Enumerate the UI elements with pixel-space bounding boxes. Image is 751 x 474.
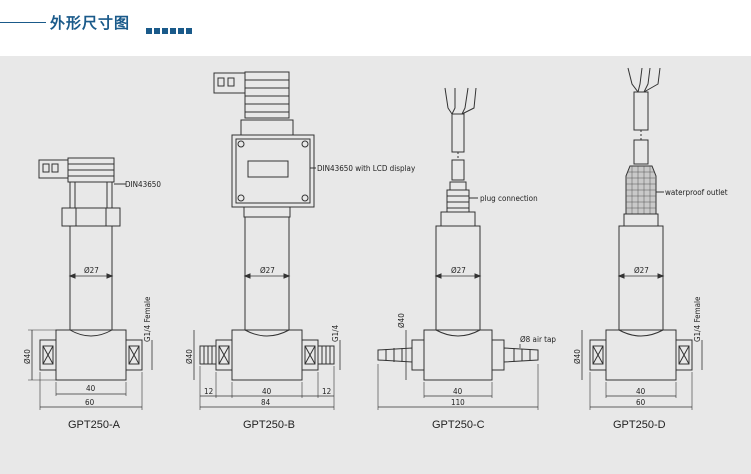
label-b-tube: Ø27 xyxy=(260,265,275,275)
label-b-dim-12-left: 12 xyxy=(204,387,213,396)
label-a-dim-40: 40 xyxy=(86,384,96,393)
label-a-port: G1/4 Female xyxy=(143,296,152,342)
caption-gpt250-b: GPT250-B xyxy=(243,419,295,431)
drawing-gpt250-a xyxy=(28,157,153,410)
section-header: 外形尺寸图 xyxy=(0,0,751,56)
label-d-port: G1/4 Female xyxy=(693,296,702,342)
label-b-port: G1/4 xyxy=(331,324,340,342)
drawing-gpt250-c xyxy=(377,87,539,410)
label-a-body: Ø40 xyxy=(22,349,32,364)
label-d-tube: Ø27 xyxy=(634,265,649,275)
label-a-tube: Ø27 xyxy=(84,265,99,275)
caption-gpt250-a: GPT250-A xyxy=(68,419,121,431)
label-d-connector: waterproof outlet xyxy=(665,188,728,197)
label-c-dim-40: 40 xyxy=(453,387,463,396)
label-c-body: Ø40 xyxy=(396,313,406,328)
drawing-gpt250-d xyxy=(581,67,703,410)
label-c-tube: Ø27 xyxy=(451,265,466,275)
label-b-dim-84: 84 xyxy=(261,398,271,407)
label-a-connector: DIN43650 xyxy=(125,180,161,189)
label-d-dim-60: 60 xyxy=(636,398,646,407)
label-c-port: Ø8 air tap xyxy=(520,334,556,344)
label-a-dim-60: 60 xyxy=(85,398,95,407)
label-c-dim-110: 110 xyxy=(451,398,465,407)
label-d-body: Ø40 xyxy=(572,349,582,364)
section-title: 外形尺寸图 xyxy=(50,14,131,32)
label-b-dim-12-right: 12 xyxy=(322,387,331,396)
label-b-dim-40: 40 xyxy=(262,387,272,396)
label-b-connector: DIN43650 with LCD display xyxy=(317,164,416,173)
caption-gpt250-d: GPT250-D xyxy=(613,419,666,431)
label-c-connector: plug connection xyxy=(480,194,538,203)
label-d-dim-40: 40 xyxy=(636,387,646,396)
label-b-body: Ø40 xyxy=(184,349,194,364)
caption-gpt250-c: GPT250-C xyxy=(432,419,485,431)
header-decoration xyxy=(146,19,194,38)
header-rule xyxy=(0,22,46,23)
drawing-gpt250-b xyxy=(193,71,341,410)
